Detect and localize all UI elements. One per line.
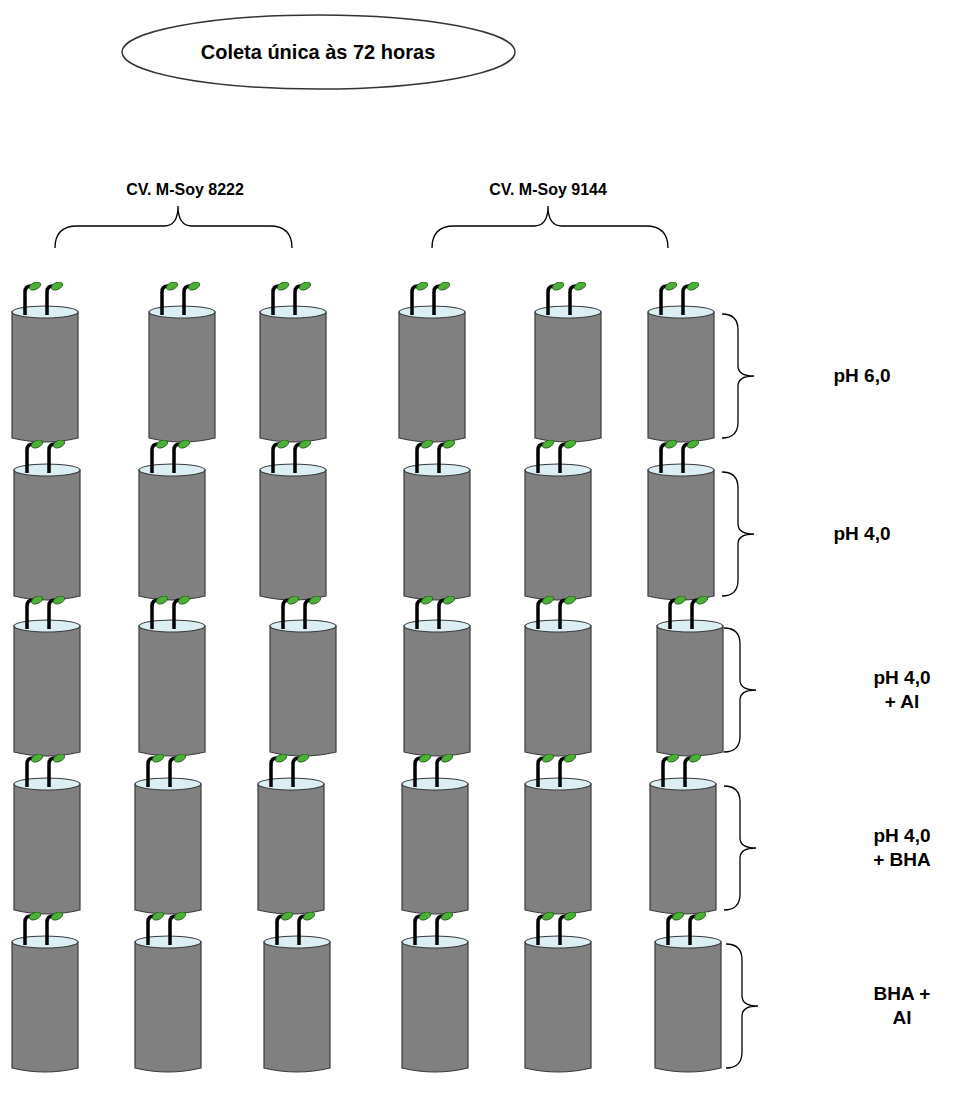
pot-with-seedlings [404, 594, 470, 756]
cultivar-brace [432, 206, 668, 248]
pot-with-seedlings [135, 910, 201, 1072]
pot-with-seedlings [404, 438, 470, 600]
treatment-label: pH 6,0 [833, 364, 890, 388]
pot-with-seedlings [402, 752, 468, 914]
pot-with-seedlings [139, 438, 205, 600]
pot-with-seedlings [648, 280, 714, 442]
pot-with-seedlings [14, 594, 80, 756]
pot-with-seedlings [135, 752, 201, 914]
pot-with-seedlings [402, 910, 468, 1072]
pot-with-seedlings [258, 752, 324, 914]
pot-with-seedlings [525, 910, 591, 1072]
treatment-brace [724, 628, 756, 752]
pot-with-seedlings [650, 752, 716, 914]
pot-with-seedlings [14, 438, 80, 600]
pot-with-seedlings [14, 752, 80, 914]
pot-with-seedlings [525, 438, 591, 600]
ellipse-shape [122, 15, 515, 89]
node-text: Coleta única às 72 horas [201, 41, 436, 64]
treatment-brace [724, 786, 756, 910]
pot-with-seedlings [12, 910, 78, 1072]
treatment-brace [726, 944, 758, 1068]
pot-with-seedlings [655, 910, 721, 1072]
pot-with-seedlings [525, 752, 591, 914]
pot-with-seedlings [535, 280, 601, 442]
pot-with-seedlings [12, 280, 78, 442]
pot-with-seedlings [139, 594, 205, 756]
collection-ellipse: Coleta única às 72 horas [121, 14, 516, 90]
pot-with-seedlings [399, 280, 465, 442]
pot-with-seedlings [270, 594, 336, 756]
cultivar-label: CV. M-Soy 9144 [489, 180, 607, 200]
cultivar-label: CV. M-Soy 8222 [126, 180, 244, 200]
treatment-brace [722, 472, 754, 596]
treatment-label: pH 4,0 [833, 522, 890, 546]
pot-with-seedlings [260, 438, 326, 600]
treatment-label: BHA + Al [867, 982, 937, 1030]
pot-with-seedlings [525, 594, 591, 756]
pot-with-seedlings [149, 280, 215, 442]
pot-with-seedlings [264, 910, 330, 1072]
treatment-label: pH 4,0 + Al [867, 666, 937, 714]
treatment-brace [722, 314, 754, 438]
pot-with-seedlings [657, 594, 723, 756]
treatment-label: pH 4,0 + BHA [867, 824, 937, 872]
pot-with-seedlings [648, 438, 714, 600]
cultivar-brace [55, 206, 292, 248]
pot-with-seedlings [260, 280, 326, 442]
